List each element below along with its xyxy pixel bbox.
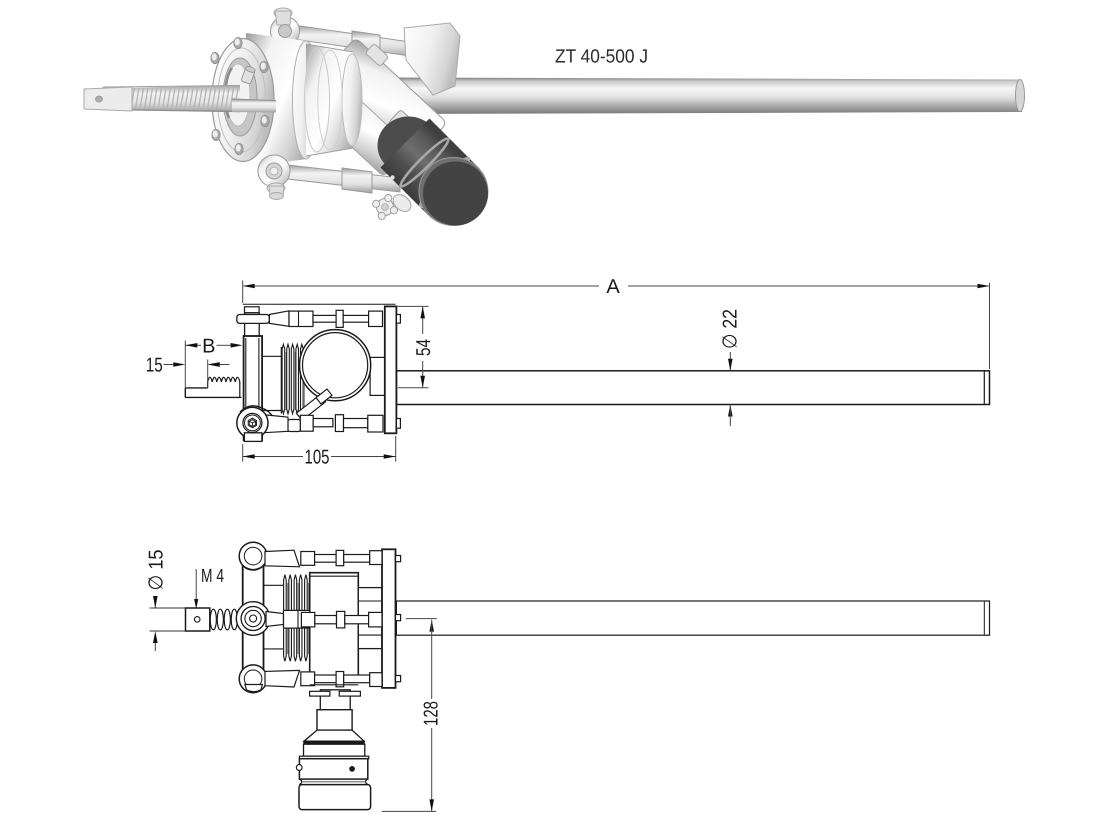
svg-text:15: 15 — [146, 354, 163, 376]
svg-text:128: 128 — [420, 701, 442, 726]
svg-text:54: 54 — [413, 339, 435, 356]
svg-text:ZT 40-500 J: ZT 40-500 J — [555, 47, 648, 68]
svg-text:∅ 15: ∅ 15 — [145, 550, 167, 591]
svg-text:105: 105 — [305, 446, 330, 468]
svg-text:A: A — [606, 276, 620, 298]
svg-text:∅ 22: ∅ 22 — [720, 309, 742, 349]
svg-text:M 4: M 4 — [201, 566, 224, 587]
svg-text:B: B — [202, 336, 215, 358]
